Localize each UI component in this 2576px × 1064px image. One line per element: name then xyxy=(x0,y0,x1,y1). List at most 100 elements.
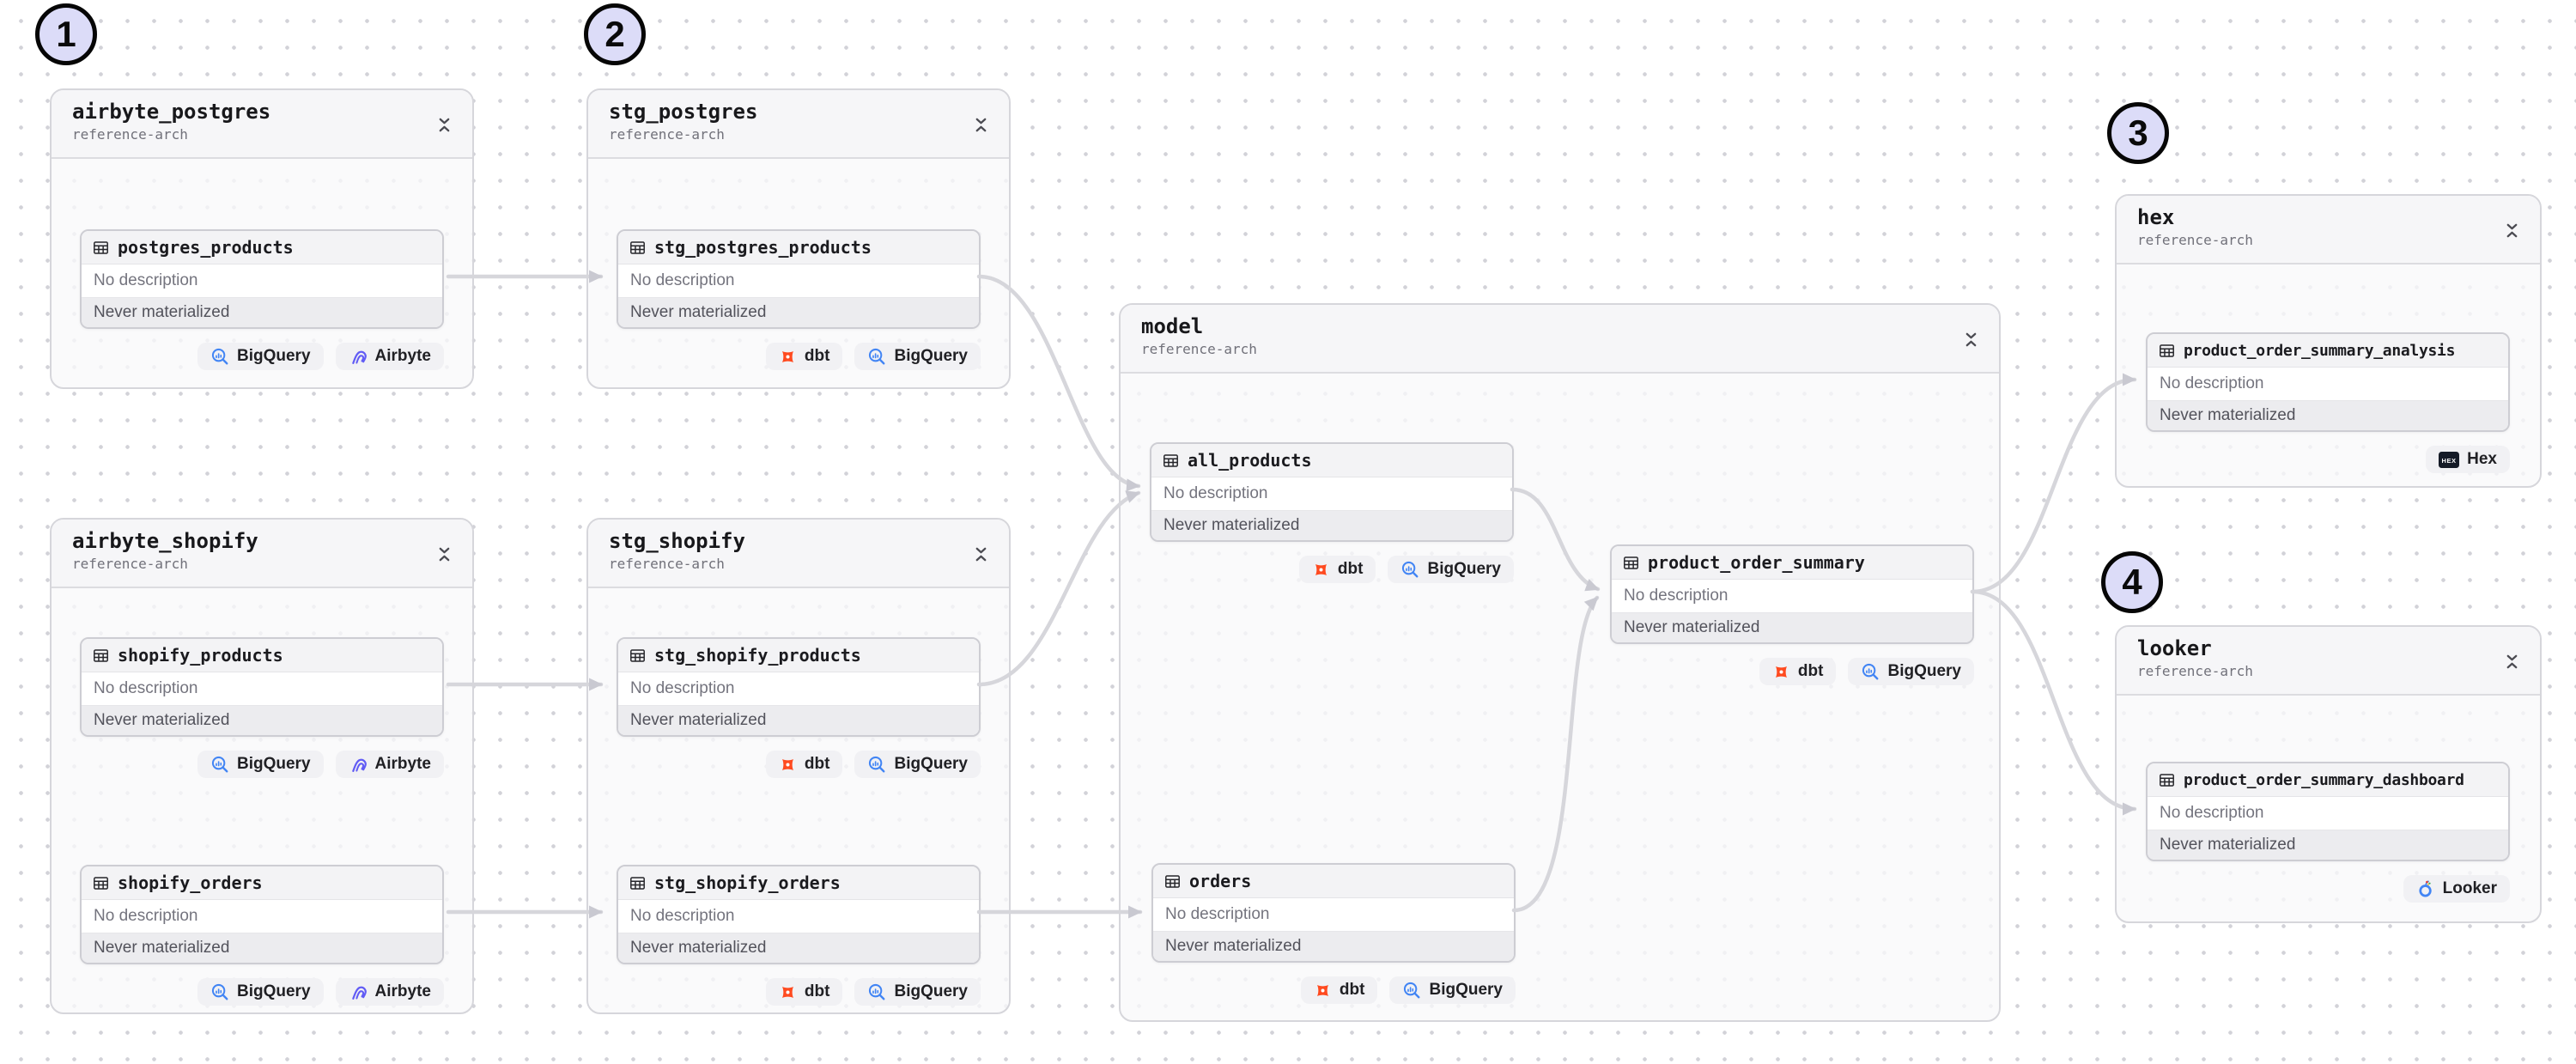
table-icon xyxy=(629,647,647,665)
badge-label: Looker xyxy=(2442,879,2497,897)
collapse-group-icon[interactable] xyxy=(431,540,457,568)
asset-node-stg-shopify-orders[interactable]: stg_shopify_orders No description Never … xyxy=(617,865,981,964)
asset-title-row: product_order_summary xyxy=(1612,546,1972,580)
kind-badge-bigquery: BigQuery xyxy=(1389,976,1516,1004)
asset-description: No description xyxy=(618,264,979,297)
asset-group-airbyte-shopify: airbyte_shopify reference-arch shopify_p… xyxy=(50,518,474,1014)
badge-label: BigQuery xyxy=(1429,981,1503,999)
asset-title-row: product_order_summary_dashboard xyxy=(2148,763,2508,797)
group-header: model reference-arch xyxy=(1121,305,1999,374)
badge-label: BigQuery xyxy=(237,982,311,1000)
badge-label: BigQuery xyxy=(1887,662,1961,680)
asset-name: shopify_orders xyxy=(118,872,263,893)
annotation-number: 2 xyxy=(605,14,625,54)
asset-description: No description xyxy=(2148,797,2508,830)
asset-description: No description xyxy=(2148,368,2508,400)
asset-status: Never materialized xyxy=(82,297,442,327)
asset-group-hex: hex reference-arch product_order_summary… xyxy=(2115,194,2542,488)
asset-status: Never materialized xyxy=(82,933,442,963)
bigquery-icon xyxy=(1861,662,1880,681)
asset-node-product-order-summary[interactable]: product_order_summary No description Nev… xyxy=(1610,544,1974,644)
collapse-group-icon[interactable] xyxy=(2499,648,2524,675)
group-subtitle: reference-arch xyxy=(609,555,725,572)
kind-badge-bigquery: BigQuery xyxy=(197,343,324,370)
collapse-group-icon[interactable] xyxy=(968,540,993,568)
asset-description: No description xyxy=(82,264,442,297)
asset-node-stg-postgres-products[interactable]: stg_postgres_products No description Nev… xyxy=(617,229,981,329)
asset-name: stg_shopify_products xyxy=(654,645,861,666)
kind-badge-airbyte: Airbyte xyxy=(335,751,444,778)
asset-status: Never materialized xyxy=(1153,931,1514,961)
asset-name: product_order_summary_dashboard xyxy=(2184,770,2464,789)
asset-node-shopify-orders[interactable]: shopify_orders No description Never mate… xyxy=(80,865,444,964)
kind-badge-bigquery: BigQuery xyxy=(854,751,981,778)
asset-node-postgres-products[interactable]: postgres_products No description Never m… xyxy=(80,229,444,329)
kind-badge-dbt: dbt xyxy=(765,343,843,370)
badge-label: Hex xyxy=(2467,450,2497,468)
collapse-group-icon[interactable] xyxy=(2499,216,2524,244)
group-title: stg_shopify xyxy=(609,529,745,553)
annotation-circle-4: 4 xyxy=(2101,551,2163,613)
asset-badges: HEX Hex xyxy=(2146,446,2510,473)
badge-label: BigQuery xyxy=(237,755,311,773)
group-header: hex reference-arch xyxy=(2117,196,2540,264)
airbyte-icon xyxy=(349,982,368,1001)
collapse-group-icon[interactable] xyxy=(1958,325,1984,353)
asset-node-orders[interactable]: orders No description Never materialized xyxy=(1151,863,1516,963)
kind-badge-bigquery: BigQuery xyxy=(197,978,324,1006)
asset-name: product_order_summary_analysis xyxy=(2184,341,2456,360)
group-subtitle: reference-arch xyxy=(609,125,725,143)
asset-name: stg_shopify_orders xyxy=(654,872,841,893)
bigquery-icon xyxy=(867,347,886,366)
asset-name: all_products xyxy=(1188,450,1312,471)
asset-node-product-order-summary-analysis[interactable]: product_order_summary_analysis No descri… xyxy=(2146,332,2510,432)
badge-label: dbt xyxy=(804,347,830,365)
asset-node-product-order-summary-dashboard[interactable]: product_order_summary_dashboard No descr… xyxy=(2146,762,2510,861)
kind-badge-bigquery: BigQuery xyxy=(1848,658,1974,685)
asset-node-shopify-products[interactable]: shopify_products No description Never ma… xyxy=(80,637,444,737)
table-icon xyxy=(1162,452,1180,470)
bigquery-icon xyxy=(1400,560,1419,579)
annotation-number: 1 xyxy=(56,14,76,54)
asset-name: shopify_products xyxy=(118,645,283,666)
asset-description: No description xyxy=(618,672,979,705)
table-icon xyxy=(92,239,110,257)
asset-name: orders xyxy=(1189,871,1252,891)
airbyte-icon xyxy=(349,755,368,774)
kind-badge-bigquery: BigQuery xyxy=(854,343,981,370)
asset-badges: dbt BigQuery xyxy=(617,343,981,370)
annotation-circle-2: 2 xyxy=(584,3,646,65)
group-subtitle: reference-arch xyxy=(72,555,188,572)
asset-badges: Looker xyxy=(2146,875,2510,903)
collapse-group-icon[interactable] xyxy=(968,111,993,138)
asset-status: Never materialized xyxy=(618,297,979,327)
airbyte-icon xyxy=(349,347,368,366)
table-icon xyxy=(629,239,647,257)
asset-badges: dbt BigQuery xyxy=(617,978,981,1006)
asset-group-looker: looker reference-arch product_order_summ… xyxy=(2115,625,2542,923)
asset-title-row: orders xyxy=(1153,865,1514,898)
looker-icon xyxy=(2416,879,2435,898)
group-title: hex xyxy=(2137,205,2175,229)
asset-badges: BigQuery Airbyte xyxy=(80,751,444,778)
group-header: stg_postgres reference-arch xyxy=(588,90,1009,159)
group-title: stg_postgres xyxy=(609,100,758,124)
asset-group-model: model reference-arch all_products No des… xyxy=(1119,303,2001,1022)
dbt-icon xyxy=(779,756,797,774)
collapse-group-icon[interactable] xyxy=(431,111,457,138)
bigquery-icon xyxy=(210,755,229,774)
dbt-icon xyxy=(779,348,797,366)
kind-badge-dbt: dbt xyxy=(765,751,843,778)
kind-badge-hex: HEX Hex xyxy=(2426,446,2510,473)
badge-label: BigQuery xyxy=(1427,560,1501,578)
table-icon xyxy=(2158,342,2176,360)
badge-label: dbt xyxy=(804,982,830,1000)
group-subtitle: reference-arch xyxy=(2137,662,2253,679)
kind-badge-bigquery: BigQuery xyxy=(1388,556,1514,583)
asset-node-all-products[interactable]: all_products No description Never materi… xyxy=(1150,442,1514,542)
kind-badge-airbyte: Airbyte xyxy=(335,343,444,370)
asset-node-stg-shopify-products[interactable]: stg_shopify_products No description Neve… xyxy=(617,637,981,737)
asset-name: postgres_products xyxy=(118,237,294,258)
asset-badges: BigQuery Airbyte xyxy=(80,978,444,1006)
